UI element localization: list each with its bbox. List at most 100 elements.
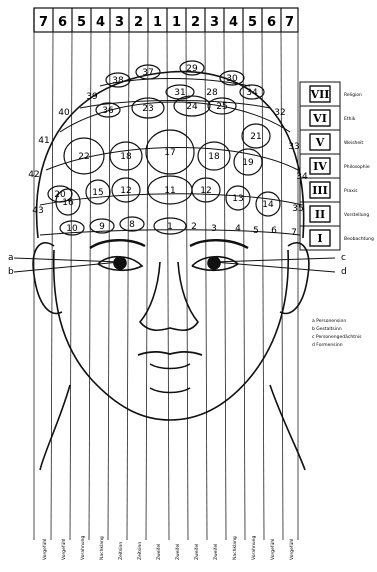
- column-label: Zweifel: [156, 544, 162, 560]
- column-label: Vorahnung: [251, 536, 257, 560]
- column-label: Zweifel: [194, 544, 200, 560]
- region-number: 34: [246, 88, 258, 98]
- head-outline: [33, 72, 309, 470]
- side-letter: a: [8, 253, 14, 263]
- column-label: Nachklang: [99, 536, 105, 560]
- region-number: 23: [142, 104, 153, 114]
- level-label: Religion: [344, 92, 362, 98]
- region-number: 28: [206, 88, 218, 98]
- level-roman: V: [315, 136, 325, 149]
- column-label: Zeitsinn: [118, 542, 124, 560]
- region-number: 12: [120, 186, 131, 196]
- header-number-row: [34, 8, 298, 32]
- region-number: 13: [232, 194, 243, 204]
- region-number: 30: [226, 74, 238, 84]
- region-number: 7: [291, 228, 297, 238]
- level-roman: III: [312, 184, 327, 197]
- level-label: Ethik: [344, 116, 356, 122]
- region-number: 3: [211, 224, 217, 234]
- region-number: 32: [274, 108, 285, 118]
- header-number: 3: [115, 15, 124, 30]
- header-number: 5: [248, 15, 257, 30]
- column-label: Zeitsinn: [137, 542, 143, 560]
- region-number: 4: [235, 224, 241, 234]
- region-number: 29: [186, 64, 198, 74]
- region-number: 35: [292, 204, 303, 214]
- region-number: 43: [32, 206, 43, 216]
- column-label: Zweifel: [175, 544, 181, 560]
- column-label: Zweifel: [213, 544, 219, 560]
- column-label: Vorgefühl: [289, 539, 295, 560]
- region-number: 9: [99, 222, 105, 232]
- side-letter: c: [341, 253, 346, 263]
- level-roman: VII: [310, 88, 330, 101]
- region-number: 14: [262, 200, 274, 210]
- region-number: 19: [242, 158, 254, 168]
- column-label: Vorgefühl: [270, 539, 276, 560]
- region-number: 10: [66, 224, 78, 234]
- region-number: 34: [296, 172, 308, 182]
- header-number: 7: [39, 15, 48, 30]
- region-number: 33: [288, 142, 299, 152]
- legend-list: a Personensinn b Gestaltsinn c Personenged…: [312, 318, 362, 348]
- header-number: 6: [58, 15, 67, 30]
- header-number: 1: [172, 15, 181, 30]
- header-number: 4: [96, 15, 105, 30]
- column-label: Vorgefühl: [61, 539, 67, 560]
- region-number: 25: [216, 102, 227, 112]
- level-label: Vorstellung: [344, 212, 369, 218]
- region-number: 1: [167, 222, 173, 232]
- level-label: Praxis: [344, 188, 358, 194]
- legend-item: a Personensinn: [312, 318, 346, 324]
- header-number: 4: [229, 15, 238, 30]
- region-number: 38: [112, 76, 124, 86]
- region-number: 17: [164, 148, 175, 158]
- region-number: 8: [129, 220, 135, 230]
- header-number: 6: [267, 15, 276, 30]
- level-label: Weisheit: [344, 140, 363, 146]
- header-number: 7: [285, 15, 294, 30]
- header-number: 5: [77, 15, 86, 30]
- legend-item: c Personengedächtnis: [312, 334, 362, 340]
- region-number: 42: [28, 170, 39, 180]
- level-roman: II: [315, 208, 325, 221]
- side-letter: b: [8, 267, 14, 277]
- column-label: Vorahnung: [80, 536, 86, 560]
- column-labels: Vorgefühl Vorgefühl Vorahnung Nachklang Zeit…: [42, 536, 295, 560]
- region-number: 36: [102, 106, 114, 116]
- region-number: 21: [250, 132, 261, 142]
- region-number: 24: [186, 102, 198, 112]
- side-letter: d: [341, 267, 347, 277]
- region-number: 5: [253, 226, 259, 236]
- level-roman: VI: [312, 112, 327, 125]
- region-number: 37: [142, 68, 153, 78]
- header-number: 1: [153, 15, 162, 30]
- header-number: 2: [134, 15, 143, 30]
- region-number: 6: [271, 226, 277, 236]
- column-label: Nachklang: [232, 536, 238, 560]
- region-number: 18: [208, 152, 220, 162]
- column-label: Vorgefühl: [42, 539, 48, 560]
- region-number: 15: [92, 188, 103, 198]
- side-guide-lines: [14, 258, 335, 272]
- legend-item: d Formensinn: [312, 342, 343, 348]
- region-number: 11: [164, 186, 175, 196]
- region-number: 18: [120, 152, 132, 162]
- header-number: 2: [191, 15, 200, 30]
- region-number: 41: [38, 136, 49, 146]
- level-label: Philosophie: [344, 164, 370, 170]
- region-number: 39: [86, 92, 98, 102]
- region-number: 22: [78, 152, 89, 162]
- level-roman: I: [317, 232, 322, 245]
- level-roman: IV: [313, 160, 327, 173]
- level-label: Beobachtung: [344, 236, 374, 242]
- region-number: 40: [58, 108, 70, 118]
- legend-item: b Gestaltsinn: [312, 326, 342, 332]
- region-number: 31: [174, 88, 185, 98]
- region-number: 16: [62, 198, 74, 208]
- region-number: 12: [200, 186, 211, 196]
- header-number: 3: [210, 15, 219, 30]
- region-number: 2: [191, 222, 197, 232]
